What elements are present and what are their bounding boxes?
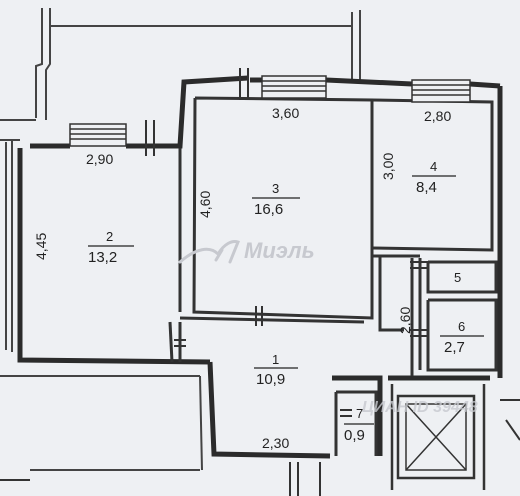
area-underlines [88, 175, 484, 425]
dim-room1-width: 2,30 [262, 435, 289, 451]
watermark: Миэль ЦИАН ID 39448 [178, 238, 478, 416]
windows [69, 75, 471, 147]
watermark-faint: ЦИАН ID 39448 [362, 399, 478, 416]
room-4-number: 4 [430, 159, 437, 174]
dim-room3-height: 4,60 [197, 191, 213, 218]
room-1-area: 10,9 [256, 371, 285, 388]
apartment-walls [17, 75, 503, 459]
elevator-shaft [390, 384, 486, 490]
room-7-area: 0,9 [344, 427, 365, 444]
window-room4 [411, 79, 471, 103]
room-2-number: 2 [106, 229, 113, 244]
watermark-brand: Миэль [244, 238, 315, 263]
room-6-number: 6 [458, 319, 465, 334]
watermark-logo-icon [178, 240, 240, 264]
door-ticks [145, 68, 428, 417]
dim-room3-width: 3,60 [272, 105, 299, 121]
room-3-area: 16,6 [254, 201, 283, 218]
room-3-number: 3 [272, 181, 279, 196]
room-1-number: 1 [272, 352, 279, 367]
dim-room2-height: 4,45 [33, 233, 49, 260]
room-2-area: 13,2 [88, 249, 117, 266]
room-6-area: 2,7 [444, 339, 465, 356]
room-5-number: 5 [454, 270, 461, 285]
room-7-number: 7 [356, 406, 363, 421]
window-room2 [69, 123, 127, 147]
dim-room4-height: 3,00 [380, 153, 396, 180]
bottom-stubs [0, 399, 520, 496]
window-room3 [261, 75, 327, 99]
partitions [168, 96, 498, 456]
dim-room4-width: 2,80 [424, 108, 451, 124]
neighbour-walls [0, 8, 361, 471]
room-4-area: 8,4 [416, 179, 437, 196]
dim-room2-width: 2,90 [86, 151, 113, 167]
dim-corridor-height: 2,60 [397, 307, 413, 334]
